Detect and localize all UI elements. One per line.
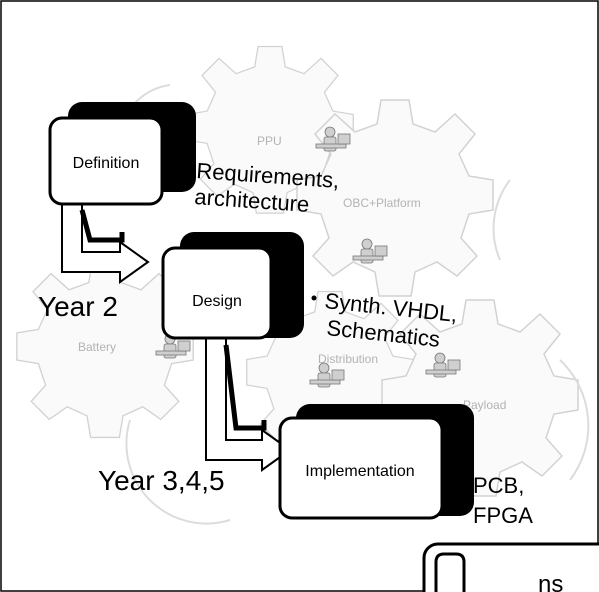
stage-definition: Definition bbox=[48, 102, 196, 206]
person-at-desk-icon bbox=[425, 352, 461, 378]
person-at-desk-icon bbox=[352, 238, 388, 264]
stage-label-definition: Definition bbox=[73, 155, 140, 172]
year-label-2: Year 2 bbox=[38, 291, 118, 322]
cycle-arrow-icon bbox=[492, 179, 511, 261]
bullet-dot bbox=[311, 295, 317, 301]
gear-label-ppu: PPU bbox=[257, 134, 282, 148]
arrow-shadow bbox=[79, 209, 125, 243]
gear-label-obc: OBC+Platform bbox=[343, 196, 421, 210]
stage-implementation: Implementation bbox=[278, 404, 474, 520]
cycle-arrow-icon bbox=[559, 359, 590, 481]
note-pcb-line2: FPGA bbox=[473, 503, 533, 528]
callout-text-fragment: ns bbox=[538, 571, 563, 592]
arrow-shadow bbox=[223, 344, 267, 431]
gear-label-distribution: Distribution bbox=[318, 352, 378, 366]
cycle-arrow-icon bbox=[125, 419, 231, 525]
person-at-desk-icon bbox=[309, 362, 345, 388]
note-pcb-line1: PCB, bbox=[473, 473, 524, 498]
gear-label-battery: Battery bbox=[78, 340, 116, 354]
paragraph-glyph-icon bbox=[434, 552, 466, 592]
year-label-345: Year 3,4,5 bbox=[98, 465, 225, 496]
gear-label-payload: Payload bbox=[463, 398, 506, 412]
stage-label-implementation: Implementation bbox=[305, 463, 414, 480]
person-at-desk-icon bbox=[315, 126, 351, 152]
flow-arrow-definition-to-design bbox=[61, 199, 150, 284]
cropped-callout-box: ns bbox=[422, 542, 599, 592]
stage-label-design: Design bbox=[192, 293, 242, 310]
flow-arrow-design-to-implementation bbox=[205, 334, 292, 472]
stage-design: Design bbox=[161, 232, 304, 340]
